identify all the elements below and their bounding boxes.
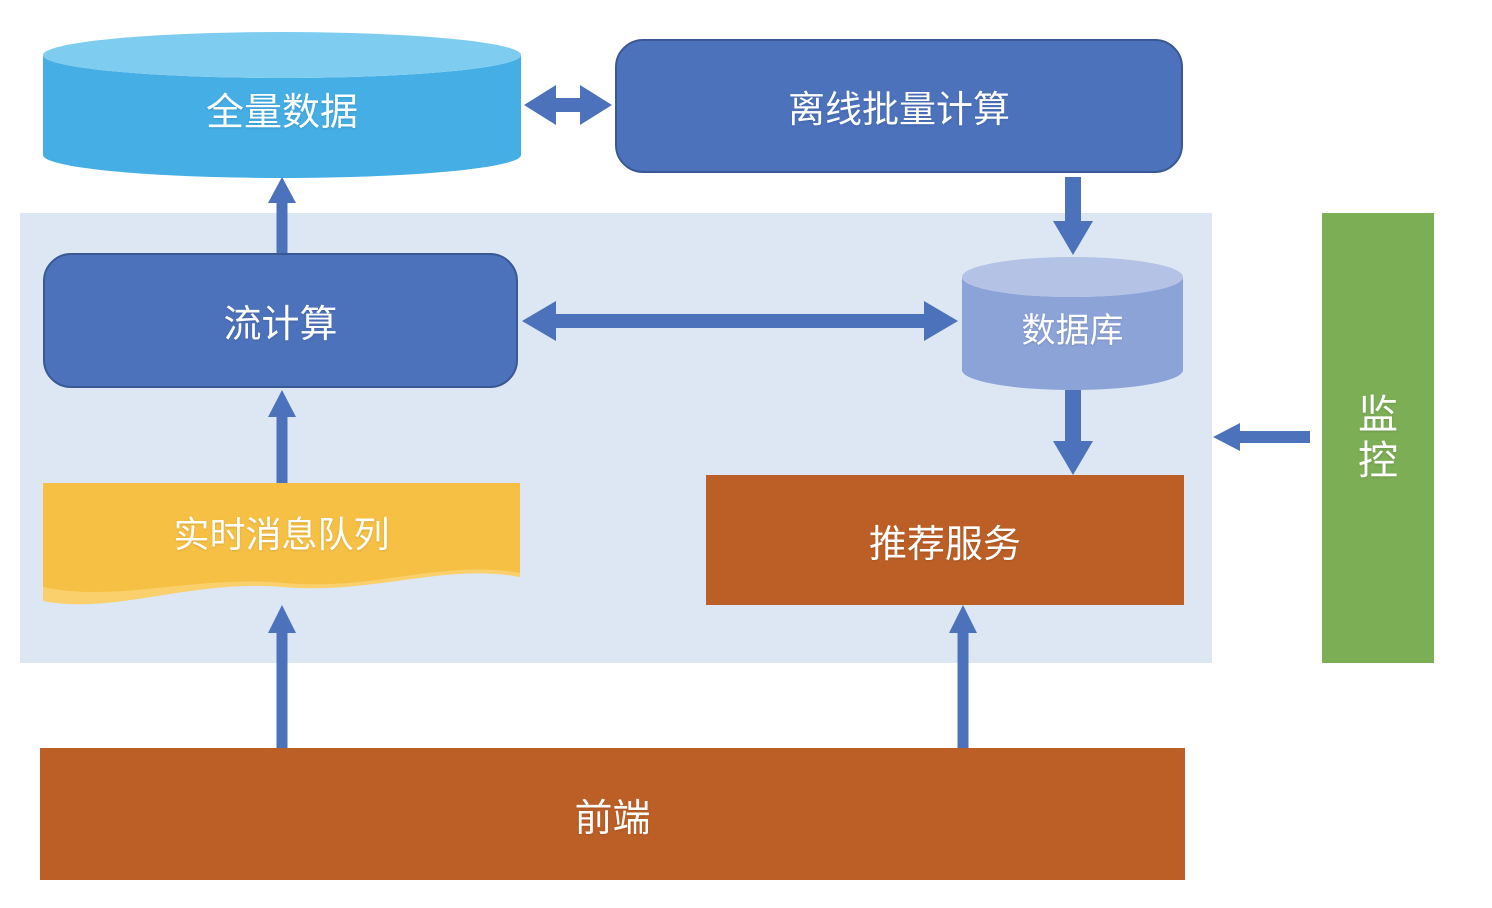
node-label: 推荐服务 (868, 523, 1021, 566)
node-label: 实时消息队列 (173, 514, 390, 555)
node-stream-compute: 流计算 (43, 253, 518, 388)
cylinder-shape (962, 257, 1183, 390)
node-full-data: 全量数据 (43, 32, 521, 178)
node-recommend-service: 推荐服务 (706, 475, 1184, 605)
arrow-monitor-panel-left (1213, 423, 1310, 451)
node-label: 监控 (1358, 393, 1398, 483)
node-frontend: 前端 (40, 748, 1185, 880)
node-realtime-queue: 实时消息队列 (43, 483, 520, 607)
node-label: 离线批量计算 (788, 89, 1010, 130)
node-label: 数据库 (1021, 312, 1124, 350)
node-database: 数据库 (962, 257, 1183, 390)
node-label: 流计算 (223, 304, 338, 346)
cylinder-shape (43, 32, 521, 178)
node-label: 全量数据 (205, 91, 358, 134)
wave-shape (43, 483, 520, 605)
node-label: 前端 (574, 797, 651, 840)
node-offline-batch: 离线批量计算 (615, 39, 1183, 173)
arrow-fulldata-offline-bidirectional (524, 85, 612, 125)
node-monitor: 监控 (1322, 213, 1434, 663)
